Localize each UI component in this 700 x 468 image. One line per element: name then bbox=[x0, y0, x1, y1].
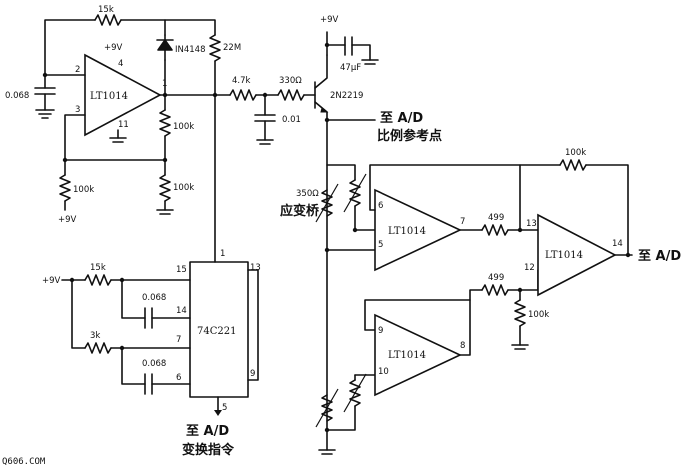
svg-text:5: 5 bbox=[222, 403, 227, 413]
opamp-1-supply: +9V bbox=[104, 43, 123, 53]
resistor-499-top: 499 bbox=[481, 213, 509, 236]
svg-text:100k: 100k bbox=[528, 310, 549, 320]
svg-text:2N2219: 2N2219 bbox=[330, 91, 363, 101]
svg-text:13: 13 bbox=[526, 219, 537, 229]
opamp-3: LT1014 9 10 8 bbox=[374, 313, 465, 397]
opamp-4: LT1014 13 12 14 bbox=[524, 213, 623, 297]
bridge-resistor-bottom-left bbox=[315, 388, 339, 428]
svg-text:5: 5 bbox=[378, 240, 383, 250]
svg-text:100k: 100k bbox=[565, 148, 586, 158]
to-ad-cmd-line2: 变换指令 bbox=[182, 442, 235, 458]
to-ad-output: 至 A/D bbox=[638, 249, 681, 264]
capacitor-0068-chip-1: 0.068 bbox=[142, 293, 166, 329]
bridge-label-ohm: 350Ω bbox=[296, 189, 319, 199]
resistor-100k-gnd: 100k bbox=[514, 299, 549, 327]
svg-text:330Ω: 330Ω bbox=[279, 76, 302, 86]
opamp-4-label: LT1014 bbox=[545, 250, 583, 261]
resistor-499-bottom: 499 bbox=[481, 273, 509, 296]
svg-text:9: 9 bbox=[250, 369, 255, 379]
resistor-3k-chip: 3k bbox=[84, 331, 112, 354]
svg-text:12: 12 bbox=[524, 263, 535, 273]
opamp-1-pin-noninv: 3 bbox=[75, 105, 80, 115]
opamp-1-pin-inv: 2 bbox=[75, 65, 80, 75]
svg-text:7: 7 bbox=[176, 335, 181, 345]
to-ad-ref-line1: 至 A/D bbox=[380, 111, 423, 126]
svg-text:1: 1 bbox=[220, 249, 225, 259]
supply-transistor-label: +9V bbox=[320, 15, 339, 25]
bridge-resistor-top-right bbox=[343, 173, 367, 213]
svg-text:499: 499 bbox=[488, 213, 504, 223]
bridge-label: 应变桥 bbox=[280, 203, 320, 219]
svg-text:0.01: 0.01 bbox=[282, 115, 301, 125]
watermark: Q606.COM bbox=[2, 457, 46, 467]
opamp-1-label: LT1014 bbox=[90, 91, 128, 102]
svg-text:22M: 22M bbox=[223, 43, 241, 53]
diode-in4148: IN4148 bbox=[156, 34, 206, 61]
svg-text:IN4148: IN4148 bbox=[175, 45, 206, 55]
opamp-2-label: LT1014 bbox=[388, 226, 426, 237]
capacitor-001: 0.01 bbox=[254, 94, 301, 145]
svg-text:499: 499 bbox=[488, 273, 504, 283]
svg-text:14: 14 bbox=[176, 306, 187, 316]
svg-text:15: 15 bbox=[176, 265, 187, 275]
resistor-15k-feedback: 15k bbox=[94, 5, 122, 26]
resistor-4-7k: 4.7k bbox=[229, 76, 257, 101]
resistor-330: 330Ω bbox=[277, 76, 305, 101]
svg-text:100k: 100k bbox=[173, 183, 194, 193]
svg-text:7: 7 bbox=[460, 217, 465, 227]
svg-text:6: 6 bbox=[176, 373, 181, 383]
svg-text:6: 6 bbox=[378, 201, 383, 211]
svg-text:100k: 100k bbox=[73, 185, 94, 195]
resistor-100k-left: 100k bbox=[59, 174, 94, 202]
svg-text:47μF: 47μF bbox=[340, 63, 361, 73]
opamp-1-pin-vplus: 4 bbox=[118, 59, 123, 69]
chip-74c221: 74C221 1 13 15 14 7 6 9 5 bbox=[176, 249, 261, 413]
svg-text:13: 13 bbox=[250, 263, 261, 273]
bridge-resistor-bottom-right bbox=[343, 373, 367, 413]
svg-text:4.7k: 4.7k bbox=[232, 76, 251, 86]
svg-text:15k: 15k bbox=[90, 263, 106, 273]
svg-text:8: 8 bbox=[460, 341, 465, 351]
svg-text:9: 9 bbox=[378, 326, 383, 336]
svg-text:0.068: 0.068 bbox=[142, 293, 166, 303]
opamp-2: LT1014 6 5 7 bbox=[374, 188, 465, 272]
svg-text:15k: 15k bbox=[98, 5, 114, 15]
resistor-100k-right: 100k bbox=[159, 174, 194, 202]
transistor-2n2219: 2N2219 bbox=[314, 54, 363, 121]
svg-text:100k: 100k bbox=[173, 122, 194, 132]
bridge-resistor-top-left bbox=[315, 183, 339, 223]
capacitor-0068-chip-2: 0.068 bbox=[142, 359, 166, 395]
opamp-1: LT1014 2 3 1 4 11 +9V bbox=[75, 43, 167, 137]
chip-name: 74C221 bbox=[197, 326, 236, 337]
svg-text:14: 14 bbox=[612, 239, 623, 249]
supply-bottom-label: +9V bbox=[58, 215, 77, 225]
capacitor-47uf: 47μF bbox=[340, 36, 379, 73]
svg-text:0.068: 0.068 bbox=[5, 91, 29, 101]
capacitor-0068-input: 0.068 bbox=[5, 74, 56, 119]
to-ad-ref-line2: 比例参考点 bbox=[377, 128, 442, 144]
opamp-1-pin-vminus: 11 bbox=[118, 120, 129, 130]
svg-text:0.068: 0.068 bbox=[142, 359, 166, 369]
resistor-100k-feedback: 100k bbox=[559, 148, 587, 171]
svg-text:10: 10 bbox=[378, 367, 389, 377]
to-ad-cmd-line1: 至 A/D bbox=[186, 424, 229, 439]
resistor-100k-mid: 100k bbox=[159, 109, 194, 137]
supply-chip-label: +9V bbox=[42, 276, 61, 286]
svg-text:3k: 3k bbox=[90, 331, 100, 341]
opamp-3-label: LT1014 bbox=[388, 350, 426, 361]
resistor-15k-chip: 15k bbox=[84, 263, 112, 286]
resistor-22m: 22M bbox=[209, 34, 241, 62]
